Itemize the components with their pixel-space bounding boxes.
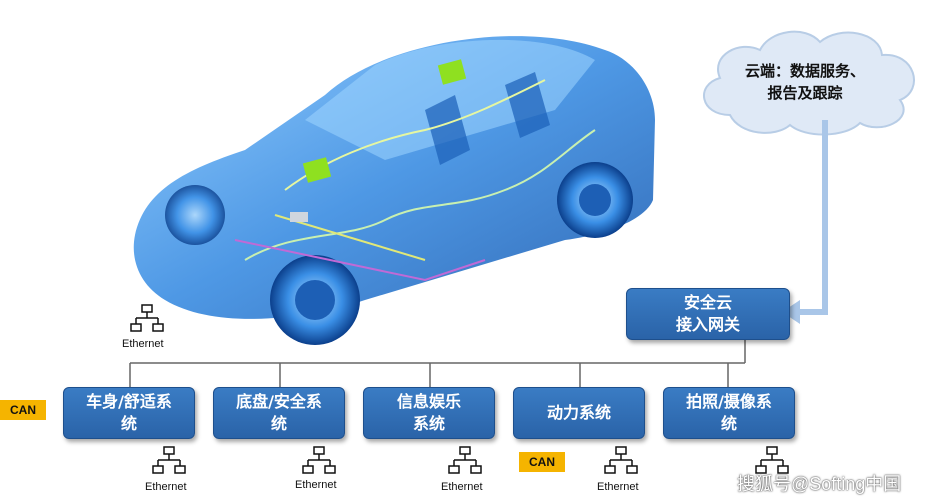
ethernet-label: Ethernet [295, 479, 337, 491]
body-comfort-system-box: 车身/舒适系 统 [63, 387, 195, 439]
ethernet-label: Ethernet [122, 338, 164, 350]
car-illustration [133, 36, 655, 345]
ethernet-icon [302, 446, 336, 474]
secure-cloud-gateway-box: 安全云 接入网关 [626, 288, 790, 340]
ethernet-icon [604, 446, 638, 474]
infotainment-system-box: 信息娱乐 系统 [363, 387, 495, 439]
ethernet-label: Ethernet [145, 481, 187, 493]
cloud-label: 云端：数据服务、 报告及跟踪 [744, 62, 865, 102]
ethernet-icon [755, 446, 789, 474]
ethernet-icon [152, 446, 186, 474]
cloud-shape [703, 30, 915, 136]
chassis-safety-system-box: 底盘/安全系 统 [213, 387, 345, 439]
can-badge-powertrain: CAN [519, 452, 565, 472]
ethernet-label: Ethernet [441, 481, 483, 493]
powertrain-system-box: 动力系统 [513, 387, 645, 439]
can-badge-body: CAN [0, 400, 46, 420]
cloud-to-gateway-arrow [782, 120, 828, 324]
ethernet-icon [448, 446, 482, 474]
ethernet-icon [130, 304, 164, 332]
camera-system-box: 拍照/摄像系 统 [663, 387, 795, 439]
watermark: 搜狐号@Softing中国 [737, 474, 902, 494]
ethernet-label: Ethernet [597, 481, 639, 493]
